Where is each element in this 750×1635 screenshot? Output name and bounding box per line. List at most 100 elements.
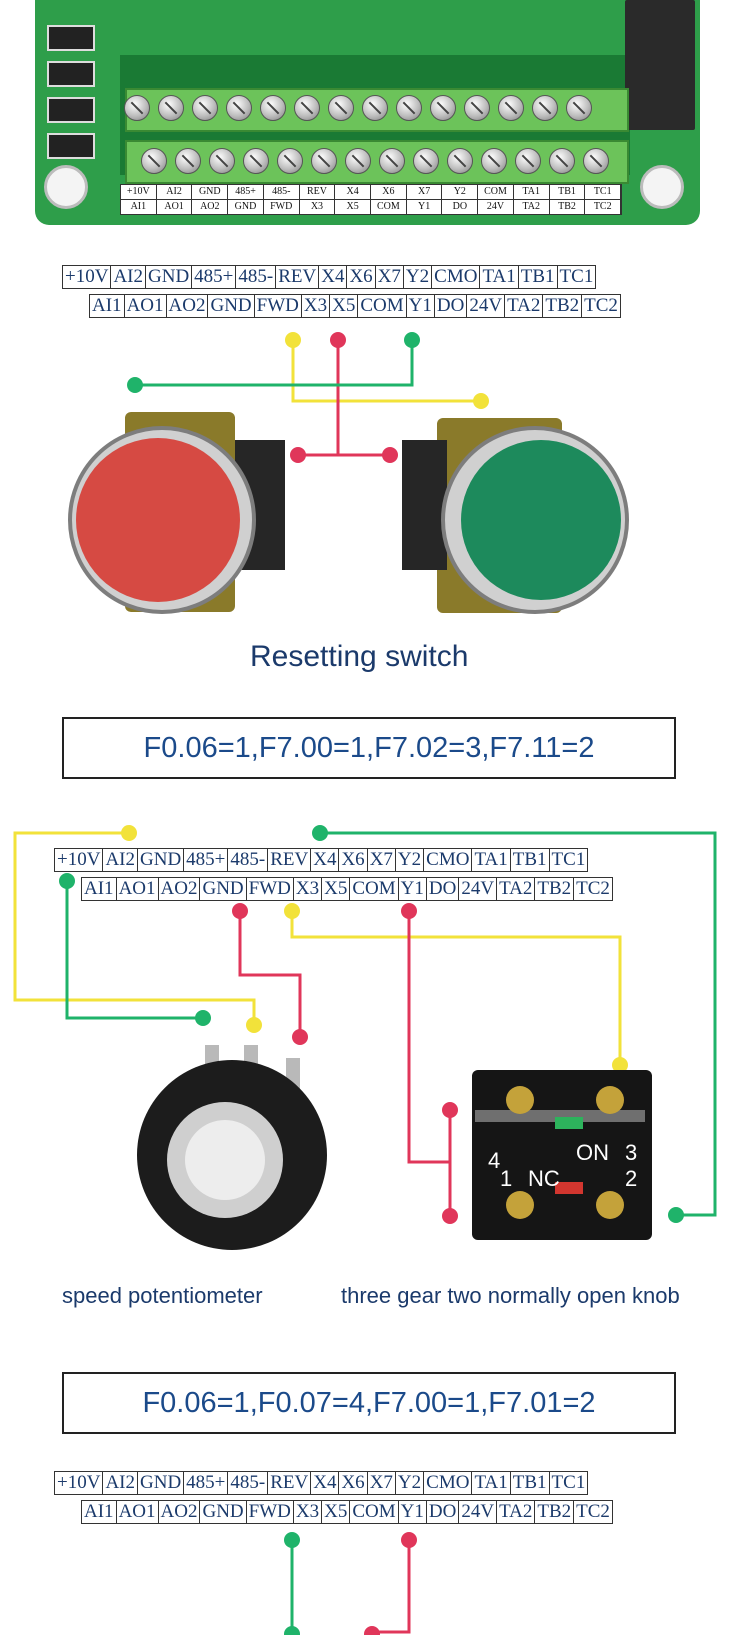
terminal-label: X4 [311, 849, 340, 871]
pcb-terminal-label: TA2 [514, 200, 550, 214]
terminal-screw [481, 148, 507, 174]
selector-pos-2: 2 [625, 1166, 638, 1191]
terminal-label: COM [358, 295, 407, 317]
terminal-label: TC2 [576, 878, 610, 899]
pcb-terminal-label: COM [371, 200, 407, 214]
pcb-terminal-label: Y2 [442, 185, 479, 199]
terminal-label: AO1 [125, 295, 167, 317]
terminal-screw [311, 148, 337, 174]
terminal-label: DO [435, 295, 468, 317]
pcb-terminal-label: 485+ [228, 185, 264, 199]
terminal-label: X6 [339, 849, 368, 871]
terminal-label: TB2 [543, 295, 583, 317]
terminal-label: Y2 [396, 1472, 425, 1494]
terminal-label: TB1 [511, 1472, 550, 1494]
terminal-label: Y1 [399, 878, 427, 900]
terminal-label: X4 [319, 266, 348, 288]
speed-potentiometer-image [137, 1045, 327, 1250]
terminal-label: 485- [228, 1472, 269, 1494]
terminal-label: AI2 [103, 1472, 138, 1494]
pcb-terminal-label: X7 [407, 185, 443, 199]
pcb-terminal-label: AI1 [121, 200, 157, 214]
parameter-box-1: F0.06=1,F7.00=1,F7.02=3,F7.11=2 [62, 717, 676, 779]
jumper [47, 25, 95, 51]
terminal-screw [243, 148, 269, 174]
terminal-label: FWD [247, 878, 294, 900]
pcb-terminal-label: +10V [121, 185, 157, 199]
terminal-label: FWD [255, 295, 302, 317]
terminal-label: TC1 [551, 1472, 586, 1493]
selector-pos-3: 3 [625, 1140, 638, 1165]
terminal-label: TA1 [472, 1472, 511, 1494]
pcb-terminal-label: GND [192, 185, 229, 199]
terminal-label: 485+ [184, 849, 229, 871]
terminal-label: AI2 [111, 266, 146, 288]
terminal-label: X3 [294, 1501, 323, 1523]
pcb-terminal-label: AO2 [192, 200, 229, 214]
terminal-screw [464, 95, 490, 121]
pcb-terminal-label: TA1 [514, 185, 550, 199]
terminal-screw [379, 148, 405, 174]
terminal-label: 24V [459, 1501, 498, 1523]
terminal-label: AO1 [117, 1501, 159, 1523]
mounting-hole [44, 165, 88, 209]
terminal-screw [192, 95, 218, 121]
terminal-label: TC2 [576, 1501, 610, 1522]
terminal-label: AO2 [159, 878, 201, 900]
terminal-label: X7 [368, 1472, 396, 1494]
terminal-label: TC2 [584, 295, 618, 316]
pcb-terminal-label: Y1 [407, 200, 443, 214]
pcb-terminal-label: TB2 [550, 200, 586, 214]
jumper-block [47, 25, 97, 165]
pcb-terminal-label: TB1 [550, 185, 586, 199]
terminal-label: 485- [236, 266, 277, 288]
mounting-hole [640, 165, 684, 209]
terminal-screw [532, 95, 558, 121]
pcb-terminal-label: FWD [264, 200, 300, 214]
terminal-screw [498, 95, 524, 121]
terminal-label: CMO [424, 849, 473, 871]
terminal-screw [515, 148, 541, 174]
selector-nc-label: NC [528, 1166, 560, 1191]
terminal-label: AI1 [82, 878, 117, 900]
terminal-label: X6 [347, 266, 376, 288]
terminal-screw [396, 95, 422, 121]
terminal-label: X3 [294, 878, 323, 900]
terminal-label: DO [427, 878, 460, 900]
terminal-screw [124, 95, 150, 121]
pcb-terminal-label: DO [442, 200, 479, 214]
parameter-text-2: F0.06=1,F0.07=4,F7.00=1,F7.01=2 [142, 1387, 596, 1419]
terminal-screw [447, 148, 473, 174]
terminal-label: X4 [311, 1472, 340, 1494]
pcb-terminal-label: X5 [335, 200, 372, 214]
terminal-label: AO1 [117, 878, 159, 900]
terminal-label: TB1 [511, 849, 550, 871]
pcb-terminal-label: 485- [264, 185, 300, 199]
terminal-label: CMO [432, 266, 481, 288]
selector-switch-image [472, 1070, 652, 1240]
pcb-terminal-label: AI2 [157, 185, 193, 199]
pcb-terminal-label: REV [300, 185, 336, 199]
terminal-label: GND [138, 849, 185, 871]
terminal-label: REV [268, 1472, 312, 1494]
selector-knob-caption: three gear two normally open knob [341, 1283, 680, 1308]
terminal-screw [345, 148, 371, 174]
selector-pos-1: 1 [500, 1166, 513, 1191]
parameter-box-2: F0.06=1,F0.07=4,F7.00=1,F7.01=2 [62, 1372, 676, 1434]
terminal-label: Y1 [399, 1501, 427, 1523]
selector-no-label: ON [576, 1140, 609, 1165]
terminal-label: TB2 [535, 1501, 575, 1523]
terminal-label: Y2 [404, 266, 433, 288]
terminal-label: TA2 [497, 1501, 536, 1523]
terminal-label: 485+ [184, 1472, 229, 1494]
terminal-label: AI1 [82, 1501, 117, 1523]
terminal-screw [549, 148, 575, 174]
terminal-screw [226, 95, 252, 121]
parameter-text-1: F0.06=1,F7.00=1,F7.02=3,F7.11=2 [143, 732, 595, 764]
